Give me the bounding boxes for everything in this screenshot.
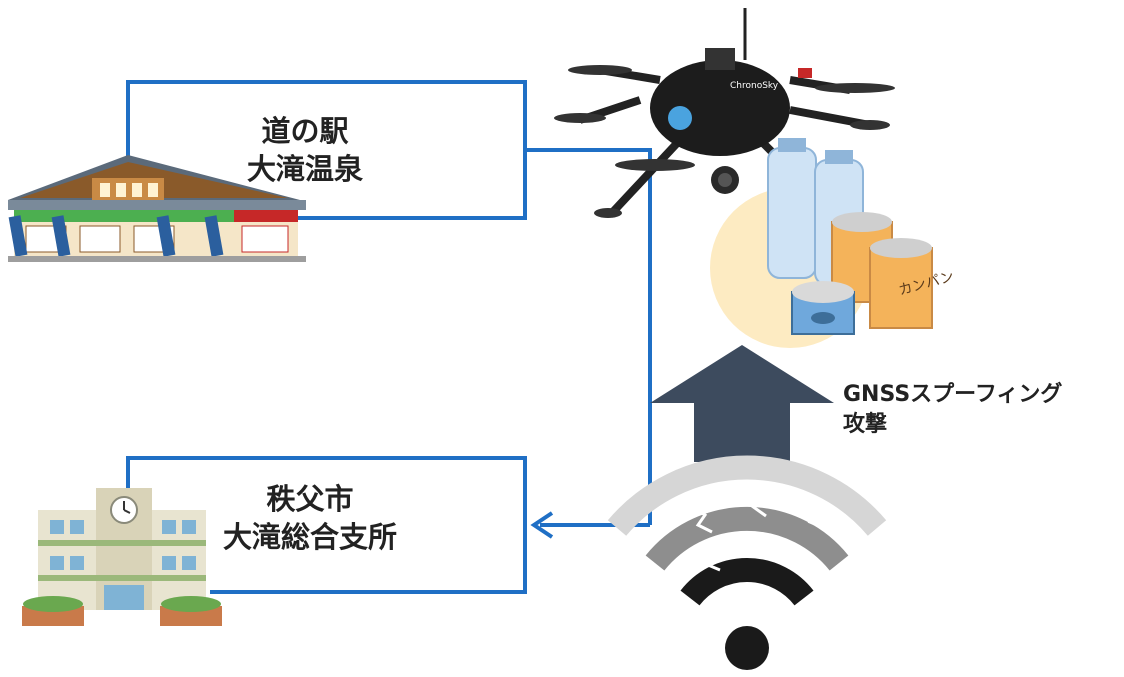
municipal-office-label: 秩父市 大滝総合支所 bbox=[180, 480, 440, 556]
spoofing-arrow bbox=[650, 345, 834, 462]
roadside-station-line2: 大滝温泉 bbox=[185, 150, 425, 188]
spoofing-attack-line1: GNSSスプーフィング bbox=[843, 380, 1062, 410]
emergency-supplies-icon: カンパン bbox=[710, 138, 956, 348]
route-line-drone bbox=[525, 150, 650, 525]
roadside-station-line1: 道の駅 bbox=[185, 112, 425, 150]
spoofing-attack-line2: 攻撃 bbox=[843, 410, 1062, 440]
drone-brand-text: ChronoSky bbox=[730, 81, 779, 91]
spoofing-attack-label: GNSSスプーフィング 攻撃 bbox=[843, 380, 1062, 440]
municipal-office-line2: 大滝総合支所 bbox=[180, 518, 440, 556]
roadside-station-label: 道の駅 大滝温泉 bbox=[185, 112, 425, 188]
municipal-office-line1: 秩父市 bbox=[180, 480, 440, 518]
wifi-signal-icon bbox=[617, 468, 877, 670]
